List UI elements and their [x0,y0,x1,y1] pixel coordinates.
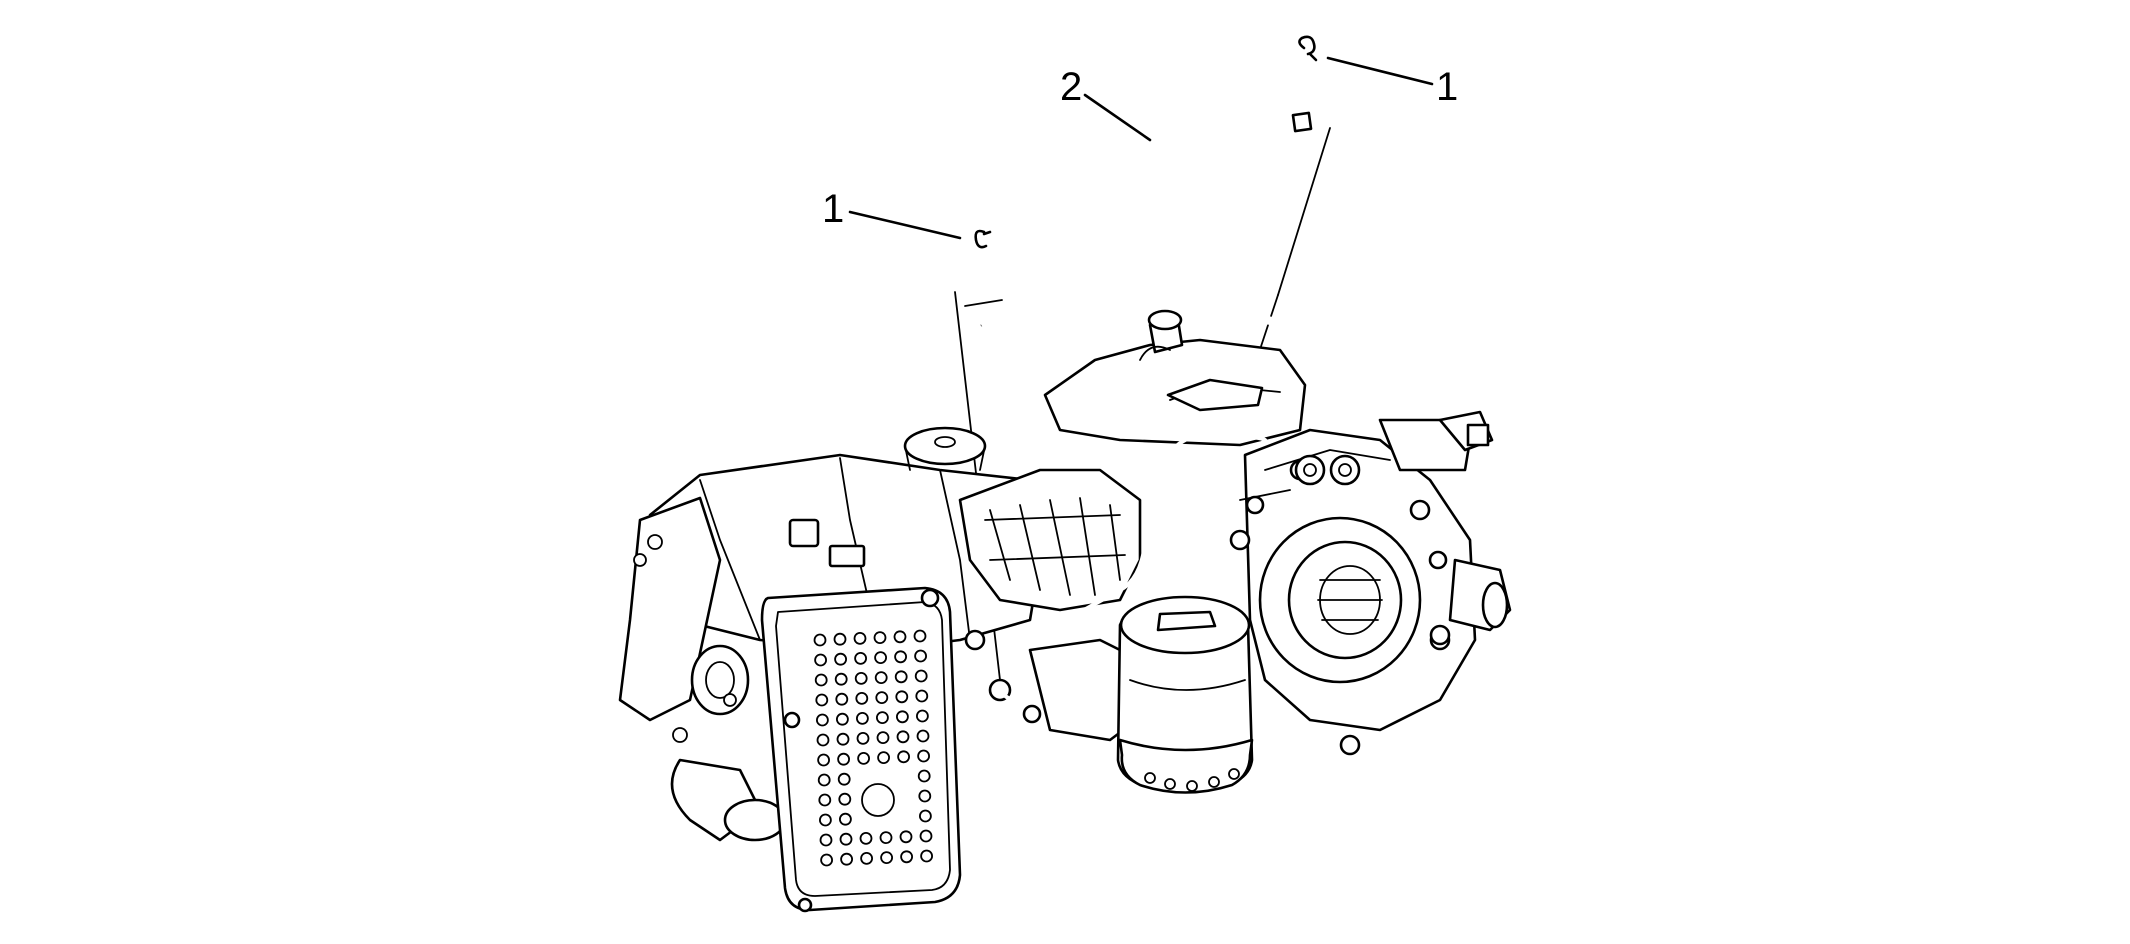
cover-dot [855,692,869,705]
retaining-clip-left [974,229,992,249]
cover-dot [915,689,929,703]
cover-dot [920,849,933,863]
vent-hose [980,111,1313,327]
cover-dot [879,831,893,844]
cover-dot [820,853,833,867]
cover-dot [840,852,853,866]
cover-dot [893,630,907,644]
cover-dot [900,850,913,864]
cover-dot [917,749,930,763]
cover-dot [856,732,870,745]
callout-label-hose: 2 [1060,65,1082,109]
cover-dot [836,732,850,746]
cover-dot [814,673,828,687]
cover-dot [837,752,850,766]
rear-drive-module-assembly [618,309,1512,913]
leader-line-clip-right [1326,56,1434,86]
cover-dot [839,832,853,846]
cover-dot [895,690,909,704]
cover-dot [839,812,852,826]
cover-dot [860,852,873,865]
cover-dot [877,751,890,764]
cover-dot [874,671,888,684]
cover-dot [814,653,827,667]
cover-dot [894,670,908,684]
cover-dot [819,833,833,847]
cover-dot [897,750,910,764]
cover-dot [873,631,887,644]
cover-dot [894,650,907,664]
cover-dot [859,832,873,845]
cover-dot [857,752,870,765]
cover-dot [914,669,928,683]
cover-dot [853,632,867,645]
cover-dot [876,731,890,744]
cover-dot-grid [813,629,933,867]
cover-dot [919,809,932,823]
cover-dot [918,789,932,803]
bushing-lower-holes [1144,768,1240,792]
cover-dot [913,629,927,643]
cover-dot [833,632,847,646]
cover-dot [854,652,867,665]
cover-dot [896,710,909,724]
cover-dot [817,773,831,787]
cover-dot [817,753,830,767]
cover-dot [835,692,849,706]
cover-dot [837,772,851,786]
cover-dot [880,851,893,864]
cover-dot [916,729,930,743]
cover-dot [834,672,848,686]
leader-line-hose [1083,93,1152,142]
cover-dot [914,649,927,663]
cover-dot [813,633,827,647]
cover-dot [818,793,832,807]
cover-dot [919,829,933,843]
cover-dot [815,693,829,707]
cover-dot [916,709,929,723]
cover-dot [899,830,913,844]
cover-dot [896,730,910,744]
retaining-clip-right [1298,35,1318,62]
cover-dot [875,691,889,704]
cover-dot [854,672,868,685]
cover-dot [874,651,887,664]
cover-dot [876,711,889,724]
cover-dot [856,712,869,725]
leader-line-clip-left [848,210,962,240]
cover-dot [917,769,931,783]
cover-dot [836,712,849,726]
cover-dot [816,713,829,727]
callout-label-clip-right: 1 [1436,65,1458,109]
cover-dot [816,733,830,747]
callout-label-clip-left: 1 [822,187,844,231]
cover-dot [838,792,852,806]
cover-dot [819,813,832,827]
cover-dot [834,652,847,666]
